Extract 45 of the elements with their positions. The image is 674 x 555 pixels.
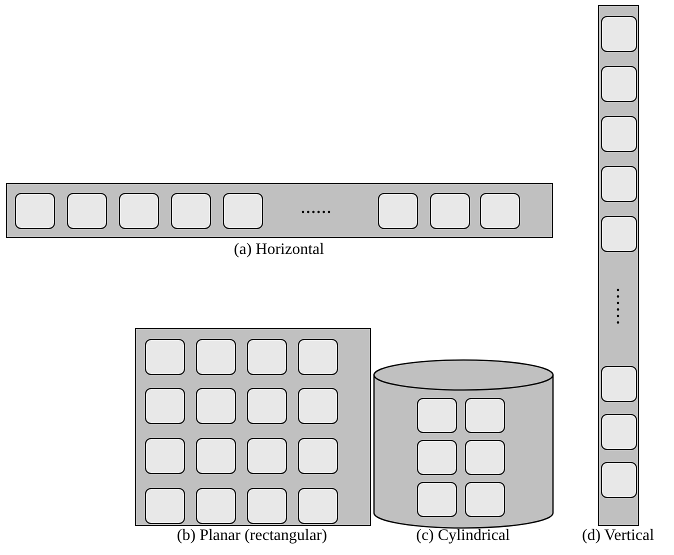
strip-panel [598,5,639,526]
cell-square [430,193,470,229]
cell-square [601,366,637,402]
cell-square [196,339,236,375]
cell-square [196,438,236,474]
cell-square [417,398,457,433]
cell-square [145,488,185,524]
cell-square [247,339,287,375]
cell-square [247,388,287,424]
strip-panel [6,183,553,238]
cell-square [119,193,159,229]
cell-square [465,482,505,517]
cell-square [417,482,457,517]
cell-square [298,339,338,375]
square-panel [135,328,371,526]
cell-square [417,440,457,475]
cell-square [247,438,287,474]
cell-square [601,414,637,450]
cell-square [145,339,185,375]
cell-square [298,438,338,474]
cell-square [465,398,505,433]
cell-square [601,166,637,202]
cell-square [223,193,263,229]
cell-square [171,193,211,229]
cell-square [601,66,637,102]
cell-square [15,193,55,229]
cell-square [196,488,236,524]
cell-square [298,388,338,424]
cell-square [196,388,236,424]
node-label: (c) Cylindrical [416,527,510,545]
cell-square [247,488,287,524]
cell-square [601,116,637,152]
cell-square [480,193,520,229]
cell-square [145,438,185,474]
cell-square [601,16,637,52]
cell-square [145,388,185,424]
cell-square [378,193,418,229]
node-label: (a) Horizontal [234,241,324,259]
cell-square [601,462,637,498]
node-label: (b) Planar (rectangular) [176,527,328,545]
cell-square [465,440,505,475]
cell-square [298,488,338,524]
cell-square [601,216,637,252]
cell-square [67,193,107,229]
node-label: (d) Vertical [582,527,654,545]
